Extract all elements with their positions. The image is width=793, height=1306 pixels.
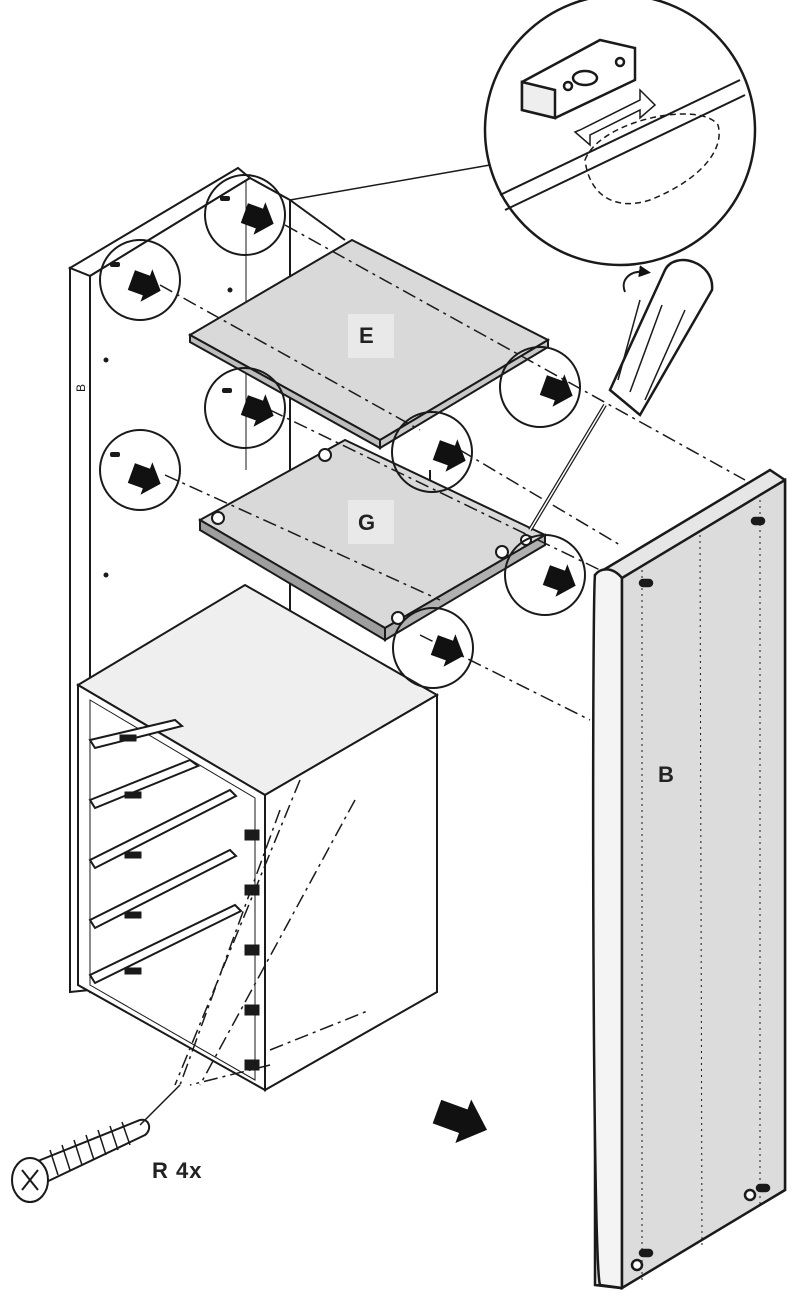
push-arrow-icon — [127, 202, 576, 1143]
label-b-background — [648, 752, 694, 798]
detail-circles — [99, 174, 586, 689]
svg-text:B: B — [74, 384, 88, 392]
hole-marks — [110, 196, 232, 457]
cam-lock-detail-icon — [289, 0, 757, 267]
side-panel-b — [591, 468, 787, 1291]
part-label-e: E — [359, 323, 374, 348]
drawer-cabinet — [76, 583, 440, 1092]
screwdriver-icon — [528, 258, 714, 532]
label-g-background — [348, 500, 394, 544]
part-label-g: G — [358, 510, 376, 535]
screw-icon — [11, 1084, 181, 1203]
part-label-b: B — [658, 762, 674, 787]
guide-lines — [159, 224, 746, 1086]
screw-quantity-label: R 4x — [152, 1158, 203, 1183]
label-e-background — [348, 314, 394, 358]
